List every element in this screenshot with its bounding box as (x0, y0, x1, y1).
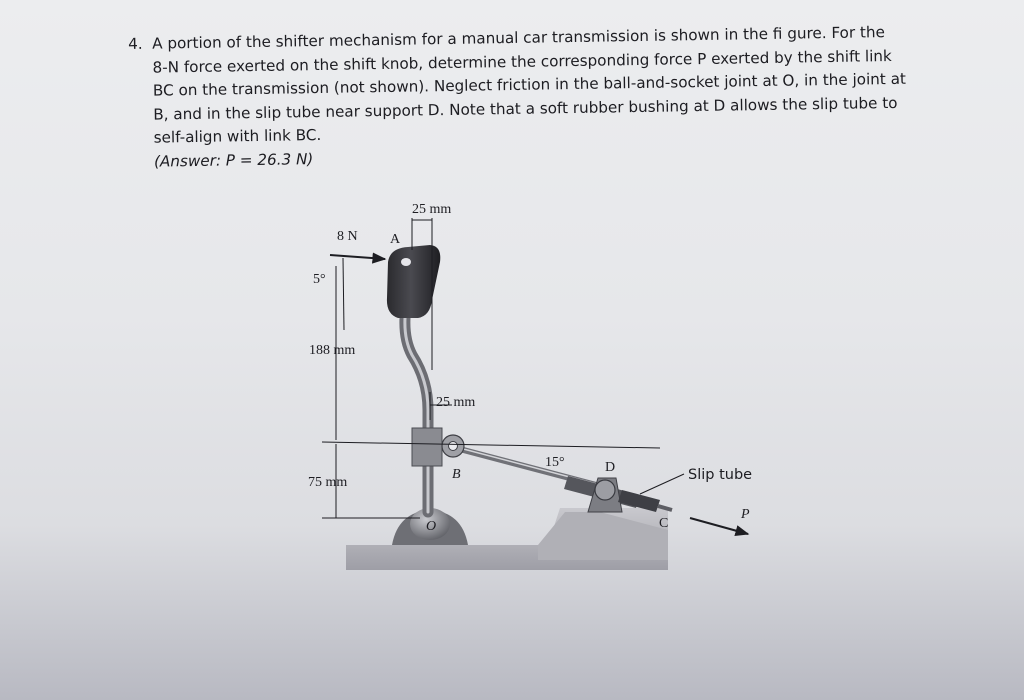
label-slip-tube: Slip tube (688, 467, 752, 483)
force-p-arrow (689, 517, 750, 537)
label-point-b: B (452, 467, 461, 482)
label-point-c: C (659, 516, 668, 531)
label-angle-5: 5° (313, 272, 326, 287)
slip-tube-rod (657, 504, 673, 512)
slip-tube-end (618, 490, 660, 512)
label-dim-25-mid: 25 mm (436, 395, 475, 410)
slip-tube-leader (639, 473, 685, 495)
collar-block (411, 427, 443, 467)
label-point-d: D (605, 460, 615, 475)
label-force-p: P (740, 507, 750, 522)
pin-joint-b-center (448, 441, 458, 451)
shift-lever-rod-highlight (403, 316, 430, 514)
label-dim-25-top: 25 mm (412, 202, 451, 217)
horizontal-ref-b (321, 441, 661, 449)
label-angle-15: 15° (545, 455, 565, 470)
support-ramp (538, 512, 668, 560)
rubber-bushing-d (594, 479, 616, 501)
angle-5-reference (342, 257, 345, 331)
label-dim-188: 188 mm (309, 343, 355, 358)
ball-joint-o (410, 508, 450, 540)
knob-highlight (401, 258, 411, 266)
label-point-a: A (390, 232, 401, 247)
label-dim-75: 75 mm (308, 475, 347, 490)
label-point-o: O (426, 519, 436, 534)
force-8n-arrow (329, 252, 387, 264)
label-force-8n: 8 N (337, 229, 358, 244)
shift-knob (386, 245, 441, 318)
